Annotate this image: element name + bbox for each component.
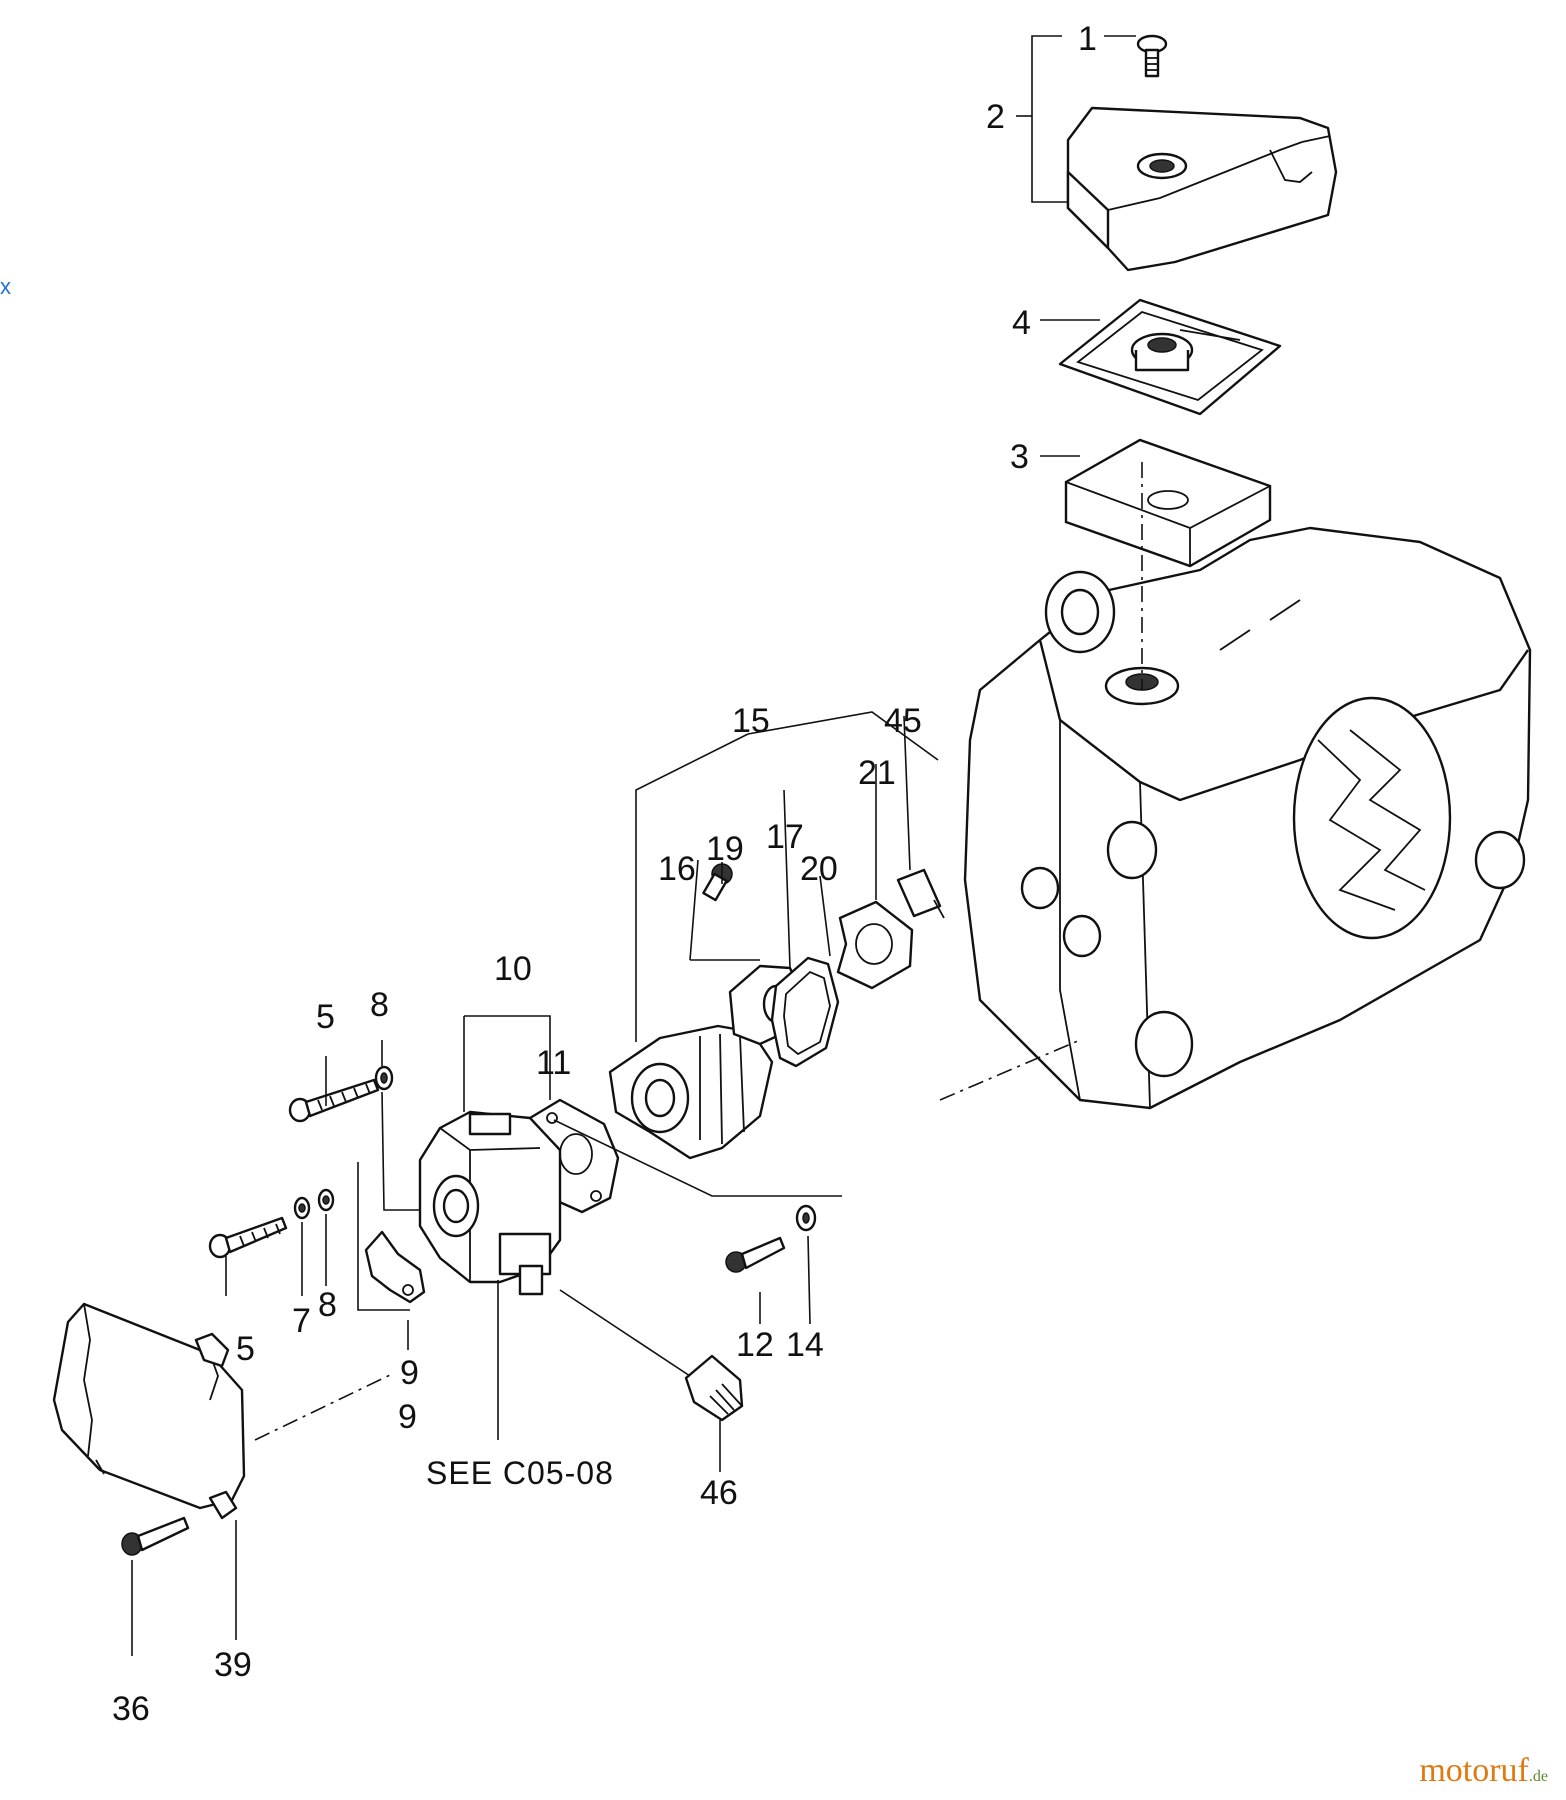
callout-39: 39 bbox=[214, 1646, 252, 1684]
callout-10: 10 bbox=[494, 950, 532, 988]
screw-36 bbox=[121, 1516, 190, 1556]
gasket-21 bbox=[836, 900, 914, 990]
callout-12: 12 bbox=[736, 1326, 774, 1364]
callout-7: 7 bbox=[292, 1302, 311, 1340]
callout-15: 15 bbox=[732, 702, 770, 740]
bolt-5-lower bbox=[208, 1216, 288, 1259]
screw-19 bbox=[702, 863, 733, 902]
filter-element bbox=[1064, 438, 1272, 568]
stray-mark: x bbox=[0, 274, 11, 299]
washer-14 bbox=[795, 1204, 817, 1232]
cover-screw bbox=[1136, 34, 1168, 78]
callout-45: 45 bbox=[884, 702, 922, 740]
intake-insulator bbox=[608, 1024, 774, 1160]
washer-7 bbox=[293, 1196, 311, 1220]
callout-36: 36 bbox=[112, 1690, 150, 1728]
callout-19: 19 bbox=[706, 830, 744, 868]
side-cover bbox=[52, 1302, 246, 1520]
filter-plate bbox=[1058, 298, 1282, 416]
callout-46: 46 bbox=[700, 1474, 738, 1512]
washer-8-upper bbox=[374, 1065, 394, 1091]
crankcase bbox=[963, 526, 1532, 1110]
callout-11: 11 bbox=[536, 1044, 571, 1082]
fuel-fitting bbox=[684, 1354, 744, 1422]
clip-45 bbox=[896, 868, 945, 919]
callout-3: 3 bbox=[1010, 438, 1029, 476]
reference-note: SEE C05-08 bbox=[426, 1455, 614, 1491]
callout-1: 1 bbox=[1078, 20, 1097, 58]
callout-8-lower: 8 bbox=[318, 1286, 337, 1324]
callout-5-upper: 5 bbox=[316, 998, 335, 1036]
callout-5-lower: 5 bbox=[236, 1330, 255, 1368]
callout-14: 14 bbox=[786, 1326, 824, 1364]
watermark-logo: motoruf.de bbox=[1419, 1754, 1548, 1788]
callout-9-cover: 9 bbox=[398, 1398, 417, 1436]
seal-ring-20 bbox=[770, 956, 840, 1068]
choke-lever bbox=[364, 1230, 426, 1304]
callout-8-upper: 8 bbox=[370, 986, 389, 1024]
callout-20: 20 bbox=[800, 850, 838, 888]
watermark-brand: motoruf bbox=[1419, 1752, 1529, 1789]
carburetor bbox=[418, 1110, 562, 1296]
callout-2: 2 bbox=[986, 98, 1005, 136]
screw-12 bbox=[725, 1236, 786, 1273]
bolt-5-upper bbox=[288, 1078, 380, 1123]
callout-labels: 1 2 4 3 15 45 21 19 17 16 20 10 5 8 11 7… bbox=[112, 20, 1097, 1728]
leader-lines bbox=[131, 35, 1136, 1656]
watermark-tld: .de bbox=[1528, 1768, 1548, 1785]
air-filter-cover bbox=[1066, 106, 1338, 272]
callout-9-lever: 9 bbox=[400, 1354, 419, 1392]
callout-4: 4 bbox=[1012, 304, 1031, 342]
washer-8-lower bbox=[317, 1188, 335, 1212]
callout-21: 21 bbox=[858, 754, 896, 792]
callout-16: 16 bbox=[658, 850, 696, 888]
callout-17: 17 bbox=[766, 818, 804, 856]
